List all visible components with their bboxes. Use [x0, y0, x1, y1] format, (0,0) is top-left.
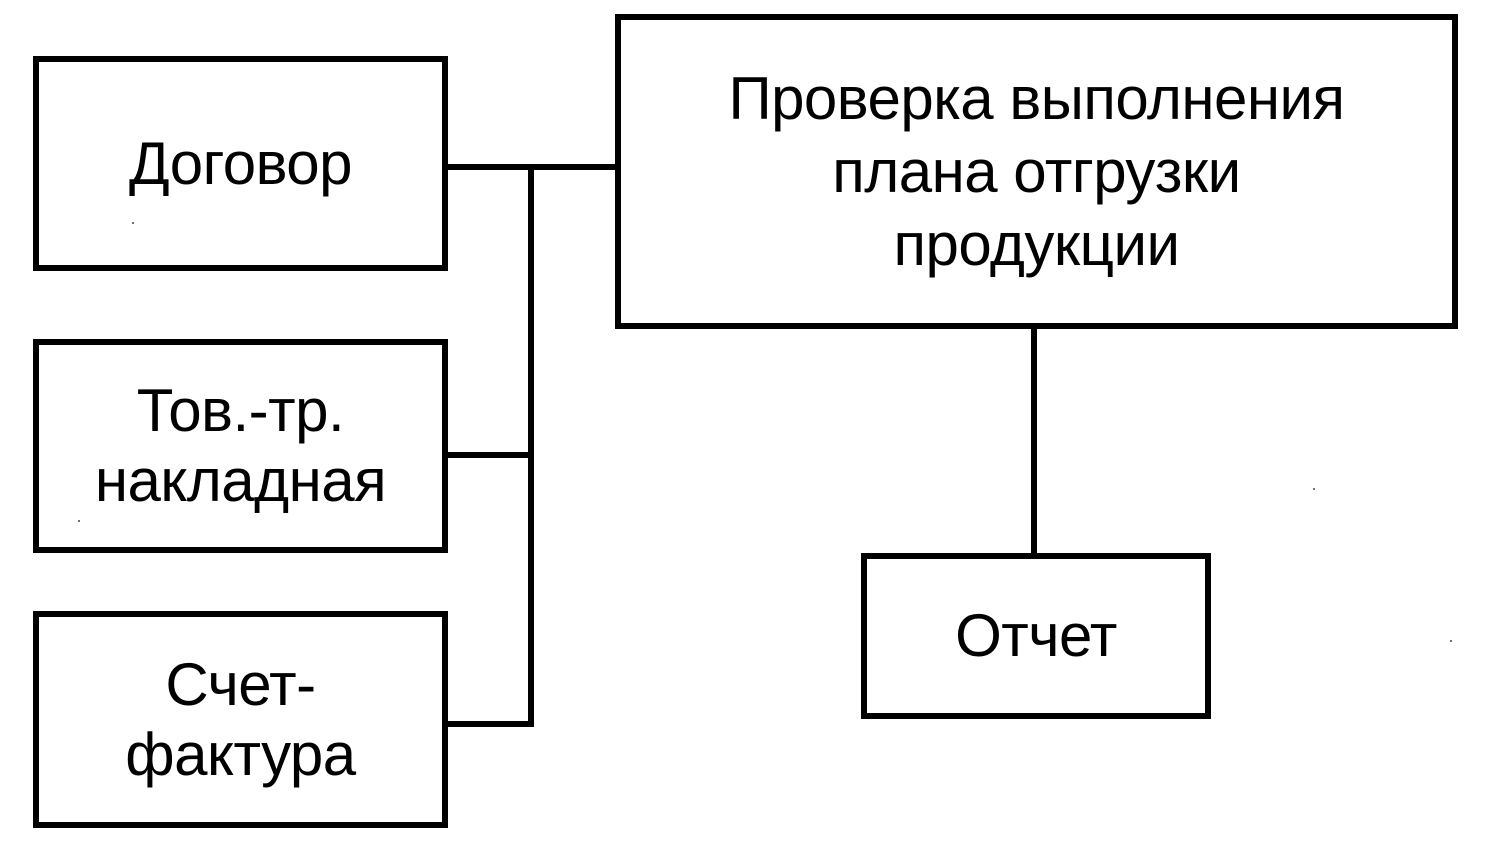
- box-invoice-label: Счет- фактура: [125, 650, 356, 788]
- box-contract: Договор: [33, 56, 448, 271]
- connector-waybill: [445, 452, 534, 458]
- scan-speck: [78, 520, 80, 522]
- scan-speck: [1313, 488, 1315, 490]
- box-contract-label: Договор: [128, 129, 353, 197]
- connector-report: [1031, 325, 1037, 558]
- box-report-label: Отчет: [955, 602, 1117, 669]
- box-check-label: Проверка выполнения плана отгрузки проду…: [728, 65, 1345, 278]
- box-waybill-label: Тов.-тр. накладная: [94, 377, 387, 514]
- scan-speck: [132, 222, 134, 224]
- box-waybill: Тов.-тр. накладная: [33, 339, 448, 553]
- scan-speck: [1450, 640, 1452, 642]
- connector-invoice: [445, 721, 534, 727]
- connector-bus-vertical: [528, 164, 534, 727]
- box-report: Отчет: [861, 553, 1211, 719]
- box-invoice: Счет- фактура: [33, 611, 448, 828]
- box-check: Проверка выполнения плана отгрузки проду…: [615, 14, 1458, 329]
